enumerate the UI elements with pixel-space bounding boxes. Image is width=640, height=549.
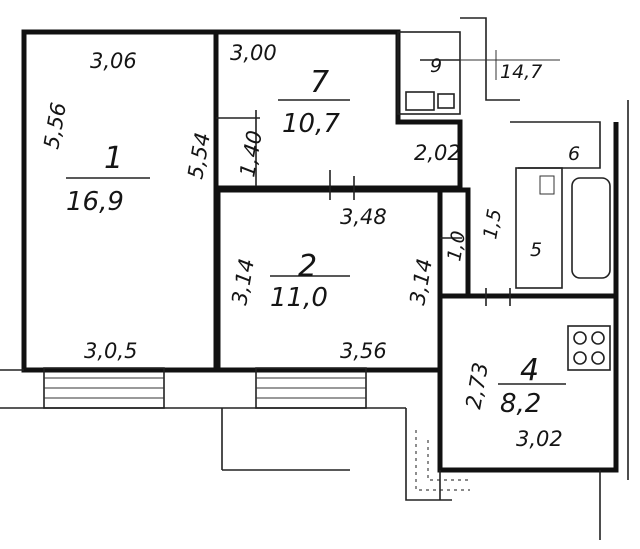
room-1-area: 16,9 — [66, 187, 124, 217]
dim-r2-left: 3,14 — [227, 257, 259, 307]
room-4-number: 4 — [520, 353, 539, 388]
dim-r4-bottom: 3,02 — [516, 427, 563, 451]
dim-r7-left: 1,40 — [235, 129, 267, 179]
bathtub-icon — [571, 177, 611, 279]
outer-walls — [21, 29, 629, 480]
room-7-number: 7 — [310, 65, 329, 100]
room-1-number: 1 — [104, 141, 123, 176]
room-5-label: 5 — [530, 239, 542, 261]
room-5-walls — [515, 167, 563, 289]
window-strip — [0, 367, 406, 471]
room-2-walls — [215, 187, 443, 373]
dim-r1-top: 3,06 — [90, 49, 137, 73]
dim-r1-right: 5,54 — [183, 131, 215, 181]
room-2-number: 2 — [298, 249, 317, 284]
dim-r2-top: 3,48 — [340, 205, 387, 229]
dim-corridor-b: 1,0 — [443, 229, 470, 263]
room-4-walls — [437, 293, 619, 473]
dim-r1-left: 5,56 — [39, 101, 71, 151]
room-9-label: 9 — [430, 55, 442, 77]
toilet-icon — [405, 91, 455, 111]
room-4-area: 8,2 — [500, 389, 541, 419]
dim-r1-bottom: 3,0,5 — [84, 339, 137, 363]
stove-icon — [567, 325, 611, 371]
room-6-walls — [510, 121, 601, 169]
room-2-area: 11,0 — [270, 283, 328, 313]
room-fraction-bars — [66, 59, 566, 385]
balcony-area-label: 14,7 — [500, 61, 542, 83]
balcony — [460, 17, 560, 101]
room-9-walls — [397, 31, 461, 115]
dim-corridor-a: 1,5 — [479, 207, 506, 241]
dim-r2-bottom: 3,56 — [340, 339, 387, 363]
entrance-outline — [405, 408, 452, 501]
dim-r2-right: 3,14 — [405, 257, 437, 307]
room-6-label: 6 — [568, 143, 580, 165]
room-7-area: 10,7 — [282, 109, 340, 139]
door-marks — [216, 110, 511, 306]
balcony-outline — [460, 17, 520, 101]
dim-r7-top: 3,00 — [230, 41, 277, 65]
sink-icon — [539, 175, 555, 195]
dim-r4-left: 2,73 — [461, 361, 493, 411]
entrance-area — [405, 408, 601, 540]
dim-r7-right-bottom: 2,02 — [414, 141, 461, 165]
